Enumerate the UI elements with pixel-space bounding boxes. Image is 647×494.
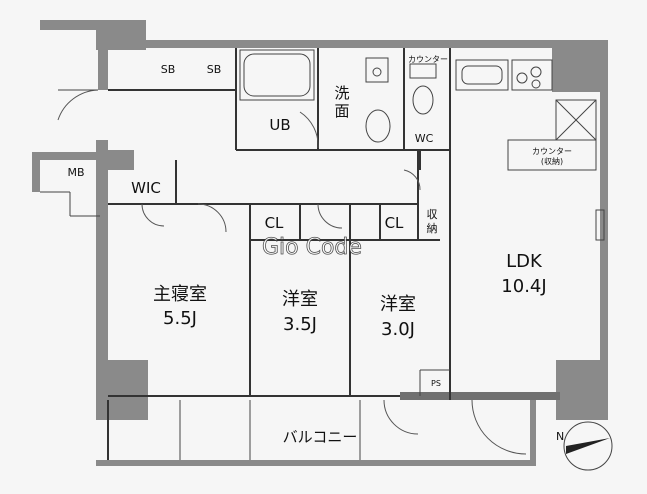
bedroom-size: 5.5J bbox=[163, 308, 197, 329]
interior-walls bbox=[40, 48, 451, 460]
shuno-label-1: 収 bbox=[427, 208, 438, 221]
mb-label: MB bbox=[67, 166, 84, 179]
ldk-size: 10.4J bbox=[501, 276, 546, 297]
senmen-label-1: 洗 bbox=[334, 84, 349, 102]
sb-label-2: SB bbox=[207, 63, 222, 76]
room2-name: 洋室 bbox=[282, 289, 318, 310]
balcony-label: バルコニー bbox=[283, 428, 358, 446]
watermark: Gio Code bbox=[262, 235, 362, 260]
north-label: N bbox=[556, 430, 564, 443]
north-arrow-icon: N bbox=[556, 421, 613, 471]
shuno-label-2: 納 bbox=[427, 222, 438, 235]
ub-label: UB bbox=[269, 116, 290, 134]
ldk-name: LDK bbox=[506, 251, 543, 272]
cl-label-2: CL bbox=[385, 214, 404, 232]
ps-label: PS bbox=[431, 379, 441, 388]
room3-name: 洋室 bbox=[380, 294, 416, 315]
room3-size: 3.0J bbox=[381, 319, 415, 340]
counter-label-top: カウンター bbox=[408, 55, 448, 64]
counter-storage-label-2: (収納) bbox=[541, 156, 563, 166]
sb-label-1: SB bbox=[161, 63, 176, 76]
wic-label: WIC bbox=[131, 179, 161, 197]
room-labels: SB SB カウンター UB 洗 面 WC カウンター (収納) MB WIC … bbox=[67, 55, 572, 446]
senmen-label-2: 面 bbox=[334, 102, 349, 120]
fixtures bbox=[179, 49, 605, 460]
counter-storage-label-1: カウンター bbox=[532, 147, 572, 156]
door-arcs bbox=[57, 89, 527, 455]
wc-label: WC bbox=[415, 132, 434, 145]
bedroom-name: 主寝室 bbox=[153, 284, 207, 305]
room2-size: 3.5J bbox=[283, 314, 317, 335]
cl-label-1: CL bbox=[265, 214, 284, 232]
outer-walls bbox=[32, 20, 608, 466]
